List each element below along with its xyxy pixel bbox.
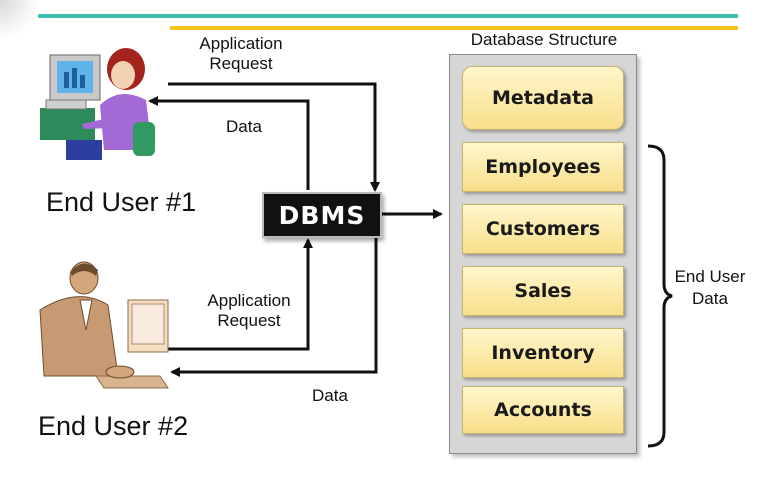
table-inventory: Inventory	[462, 328, 624, 378]
header-bar-teal	[38, 14, 738, 18]
end-user-data-bracket	[647, 144, 673, 448]
database-structure-title: Database Structure	[470, 30, 618, 49]
user1-request-label: Application Request	[186, 34, 296, 75]
user2-data-label: Data	[312, 386, 348, 405]
computer-user-male-icon	[39, 261, 169, 389]
user2-request-label: Application Request	[194, 291, 304, 332]
user1-request-arrow	[168, 82, 380, 192]
user1-request-text: Application Request	[199, 34, 283, 74]
table-sales: Sales	[462, 266, 624, 316]
user1-data-arrow	[148, 96, 310, 190]
header-bar-yellow	[170, 26, 738, 30]
end-user-data-text: End User Data	[674, 267, 746, 309]
corner-shadow	[0, 0, 40, 40]
table-employees: Employees	[462, 142, 624, 192]
user2-request-text: Application Request	[207, 291, 291, 331]
computer-user-female-icon	[40, 48, 155, 160]
user1-data-label: Data	[226, 117, 262, 136]
table-customers: Customers	[462, 204, 624, 254]
metadata-box: Metadata	[462, 66, 624, 130]
end-user-2-label: End User #2	[38, 411, 189, 441]
dbms-box: DBMS	[262, 192, 382, 238]
end-user-data-label: End User Data	[666, 266, 754, 310]
user2-request-arrow	[163, 238, 313, 351]
table-accounts: Accounts	[462, 386, 624, 434]
end-user-1-label: End User #1	[46, 187, 197, 217]
user2-data-arrow	[170, 237, 378, 377]
